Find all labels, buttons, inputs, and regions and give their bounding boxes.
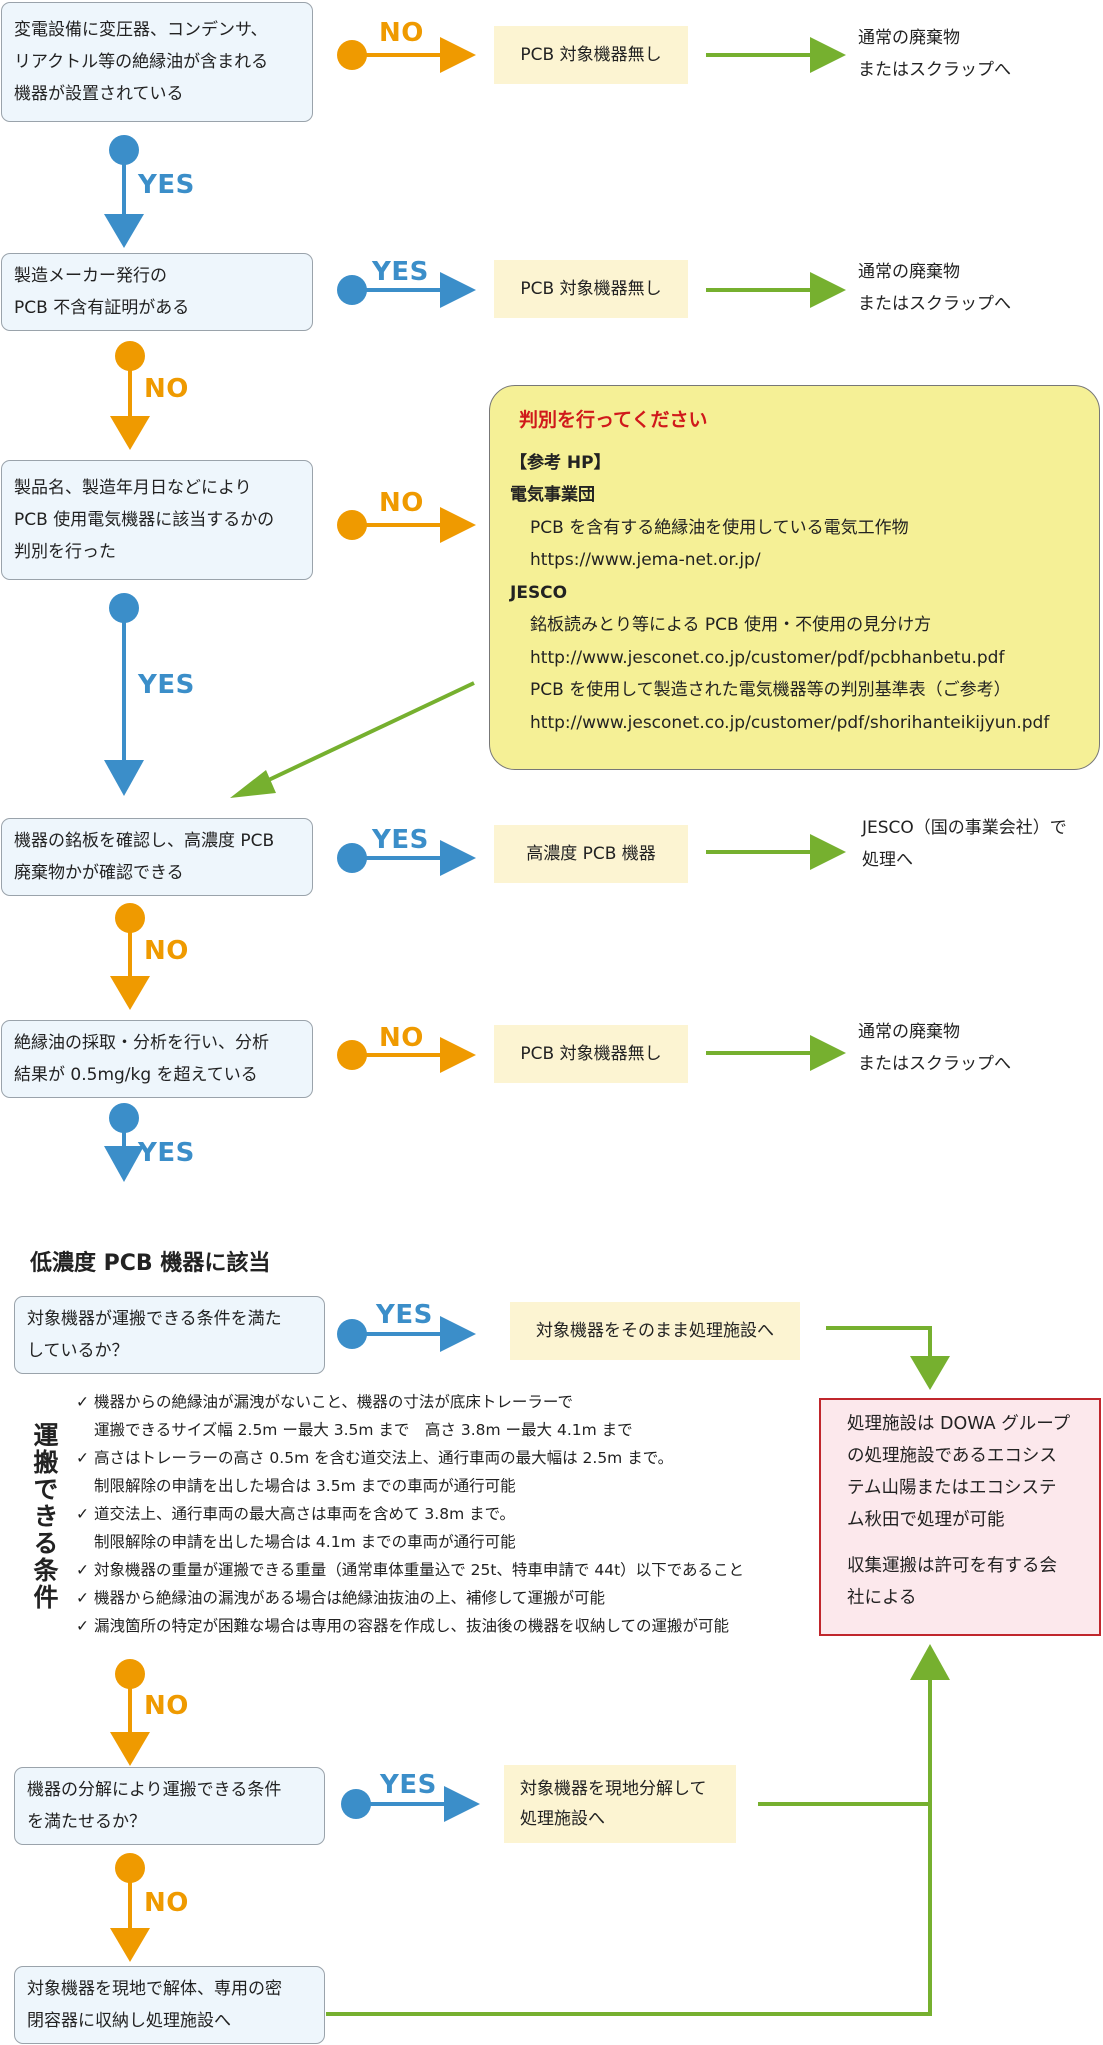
result-onsite-disassembly: 対象機器を現地分解して 処理施設へ [504, 1765, 736, 1843]
reference-desc: PCB を含有する絶縁油を使用している電気工作物 [530, 517, 909, 538]
check-icon: ✓ [76, 1393, 89, 1411]
question-disassembly-transport: 機器の分解により運搬できる条件 を満たせるか？ [14, 1767, 325, 1845]
result-no-pcb-equipment: PCB 対象機器無し [494, 1025, 688, 1083]
label-no: NO [379, 488, 424, 518]
arrow-reference-back [230, 681, 475, 798]
check-icon: ✓ [76, 1505, 89, 1523]
reference-link[interactable]: http://www.jesconet.co.jp/customer/pdf/s… [530, 712, 1050, 733]
check-icon: ✓ [76, 1617, 89, 1635]
label-no: NO [379, 18, 424, 48]
label-yes: YES [138, 670, 195, 700]
question-transport-conditions: 対象機器が運搬できる条件を満た しているか？ [14, 1296, 325, 1374]
transport-condition-item: ✓機器から絶縁油の漏洩がある場合は絶縁油抜油の上、補修して運搬が可能 [76, 1584, 776, 1612]
check-icon: ✓ [76, 1589, 89, 1607]
check-icon: ✓ [76, 1561, 89, 1579]
reference-hp-label: 【参考 HP】 [510, 452, 611, 473]
label-yes: YES [376, 1300, 433, 1330]
result-high-concentration-pcb: 高濃度 PCB 機器 [494, 825, 688, 883]
label-no: NO [144, 1691, 189, 1721]
transport-condition-item: ✓対象機器の重量が運搬できる重量（通常車体重量込で 25t、特車申請で 44t）… [76, 1556, 776, 1584]
outcome-normal-waste: 通常の廃棄物 またはスクラップへ [858, 28, 1011, 80]
outcome-normal-waste: 通常の廃棄物 またはスクラップへ [858, 1022, 1011, 1074]
label-yes: YES [372, 825, 429, 855]
question-nameplate-check: 機器の銘板を確認し、高濃度 PCB 廃棄物かが確認できる [1, 818, 313, 896]
question-identification-done: 製品名、製造年月日などにより PCB 使用電気機器に該当するかの 判別を行った [1, 460, 313, 580]
result-no-pcb-equipment: PCB 対象機器無し [494, 260, 688, 318]
reference-title: 判別を行ってください [519, 409, 708, 431]
label-yes: YES [380, 1770, 437, 1800]
arrow-r5-outcome [706, 1035, 846, 1071]
low-concentration-heading: 低濃度 PCB 機器に該当 [30, 1251, 271, 1276]
transport-condition-item: ✓高さはトレーラーの高さ 0.5m を含む道交法上、通行車両の最大幅は 2.5m… [76, 1444, 776, 1500]
reference-desc: 銘板読みとり等による PCB 使用・不使用の見分け方 [530, 615, 932, 635]
transport-conditions-list: ✓機器からの絶縁油が漏洩がないこと、機器の寸法が底床トレーラーで運搬できるサイズ… [76, 1388, 776, 1640]
label-yes: YES [138, 1138, 195, 1168]
transport-condition-item: ✓道交法上、通行車両の最大高さは車両を含めて 3.8m まで。制限解除の申請を出… [76, 1500, 776, 1556]
reference-link[interactable]: http://www.jesconet.co.jp/customer/pdf/p… [530, 647, 1005, 668]
reference-panel: 判別を行ってください 【参考 HP】 電気事業団 PCB を含有する絶縁油を使用… [489, 385, 1100, 770]
label-no: NO [144, 936, 189, 966]
arrow-r6-to-final [826, 1326, 950, 1390]
arrow-r1-outcome [706, 37, 846, 73]
question-onsite-dismantle: 対象機器を現地で解体、専用の密 閉容器に収納し処理施設へ [14, 1966, 325, 2044]
label-no: NO [144, 1888, 189, 1918]
result-direct-to-facility: 対象機器をそのまま処理施設へ [510, 1302, 800, 1360]
result-no-pcb-equipment: PCB 対象機器無し [494, 26, 688, 84]
outcome-jesco-processing: JESCO（国の事業会社）で 処理へ [862, 818, 1067, 870]
question-pcb-free-certificate: 製造メーカー発行の PCB 不含有証明がある [1, 253, 313, 331]
transport-conditions-title: 運搬できる条件 [30, 1422, 59, 1611]
outcome-normal-waste: 通常の廃棄物 またはスクラップへ [858, 262, 1011, 314]
arrow-r2-outcome [706, 272, 846, 308]
transport-condition-item: ✓漏洩箇所の特定が困難な場合は専用の容器を作成し、抜油後の機器を収納しての運搬が… [76, 1612, 776, 1640]
reference-desc: PCB を使用して製造された電気機器等の判別基準表（ご参考） [530, 680, 1011, 700]
final-processing-box: 処理施設は DOWA グループ の処理施設であるエコシス テム山陽またはエコシス… [819, 1398, 1101, 1636]
reference-org-jesco: JESCO [510, 582, 568, 603]
arrow-r4-outcome [706, 834, 846, 870]
transport-condition-item: ✓機器からの絶縁油が漏洩がないこと、機器の寸法が底床トレーラーで運搬できるサイズ… [76, 1388, 776, 1444]
label-no: NO [379, 1023, 424, 1053]
label-yes: YES [372, 257, 429, 287]
label-yes: YES [138, 170, 195, 200]
label-no: NO [144, 374, 189, 404]
reference-link[interactable]: https://www.jema-net.or.jp/ [530, 550, 761, 570]
question-oil-analysis: 絶縁油の採取・分析を行い、分析 結果が 0.5mg/kg を超えている [1, 1020, 313, 1098]
question-insulating-oil: 変電設備に変圧器、コンデンサ、 リアクトル等の絶縁油が含まれる 機器が設置されて… [1, 2, 313, 122]
check-icon: ✓ [76, 1449, 89, 1467]
reference-org-jema: 電気事業団 [510, 485, 595, 505]
